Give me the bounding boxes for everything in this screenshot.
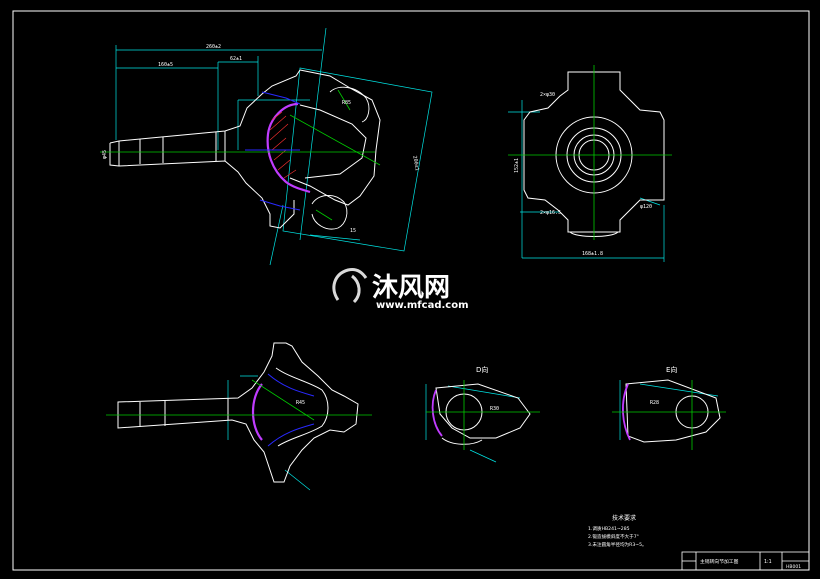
watermark-url: www.mfcad.com — [376, 300, 469, 311]
dim-right-height: 152±1 — [514, 158, 520, 173]
bottom-view: R45 — [106, 342, 372, 491]
notes-item-1: 1.调质HB241~285 — [588, 525, 630, 532]
e-view: E向 R28 — [612, 365, 726, 450]
watermark-logo-icon — [332, 268, 368, 304]
dim-right-width: 168±1.8 — [582, 251, 603, 257]
e-view-label: E向 — [666, 365, 677, 374]
dim-shaft-dia: φ45 — [102, 150, 108, 159]
title-block-part-name: 主销转向节加工图 — [700, 558, 739, 565]
watermark-brand: 沐风网 — [372, 273, 450, 303]
dim-top-left-a: 160±5 — [158, 62, 173, 68]
drawing-frame — [12, 10, 810, 571]
dim-side-c: 15 — [350, 228, 356, 234]
watermark: 沐风网 www.mfcad.com — [332, 268, 469, 311]
d-view: D向 R30 — [425, 365, 540, 463]
e-view-radius: R28 — [650, 400, 659, 406]
dim-right-pcd: φ120 — [640, 204, 652, 210]
end-view: 168±1.8 152±1 2×φ30 φ120 2×φ16.5 — [508, 65, 672, 262]
dim-side-a: 200±1 — [411, 155, 420, 171]
dim-top-left-b: 62±1 — [230, 56, 242, 62]
dim-right-note: 2×φ16.5 — [540, 210, 561, 216]
technical-notes: 技术要求 1.调质HB241~285 2.锻造拔模斜度不大于7° 3.未注圆角半… — [588, 514, 647, 548]
notes-item-2: 2.锻造拔模斜度不大于7° — [588, 533, 639, 540]
dim-right-hole: 2×φ30 — [540, 92, 555, 98]
main-view: 260±2 160±5 62±1 φ45 200±1 R85 15 — [100, 27, 433, 266]
title-block-scale: 1:1 — [764, 559, 772, 565]
notes-title: 技术要求 — [612, 514, 636, 522]
dim-top-overall: 260±2 — [206, 44, 221, 50]
title-block-sheet-no: HB001 — [786, 564, 801, 570]
dim-bottom-r: R45 — [296, 400, 305, 406]
dim-side-b: R85 — [342, 100, 351, 106]
d-view-radius: R30 — [490, 406, 499, 412]
title-block: 主销转向节加工图 1:1 HB001 — [681, 551, 810, 571]
notes-item-3: 3.未注圆角半径均为R3~5。 — [588, 541, 647, 548]
d-view-label: D向 — [476, 365, 488, 374]
